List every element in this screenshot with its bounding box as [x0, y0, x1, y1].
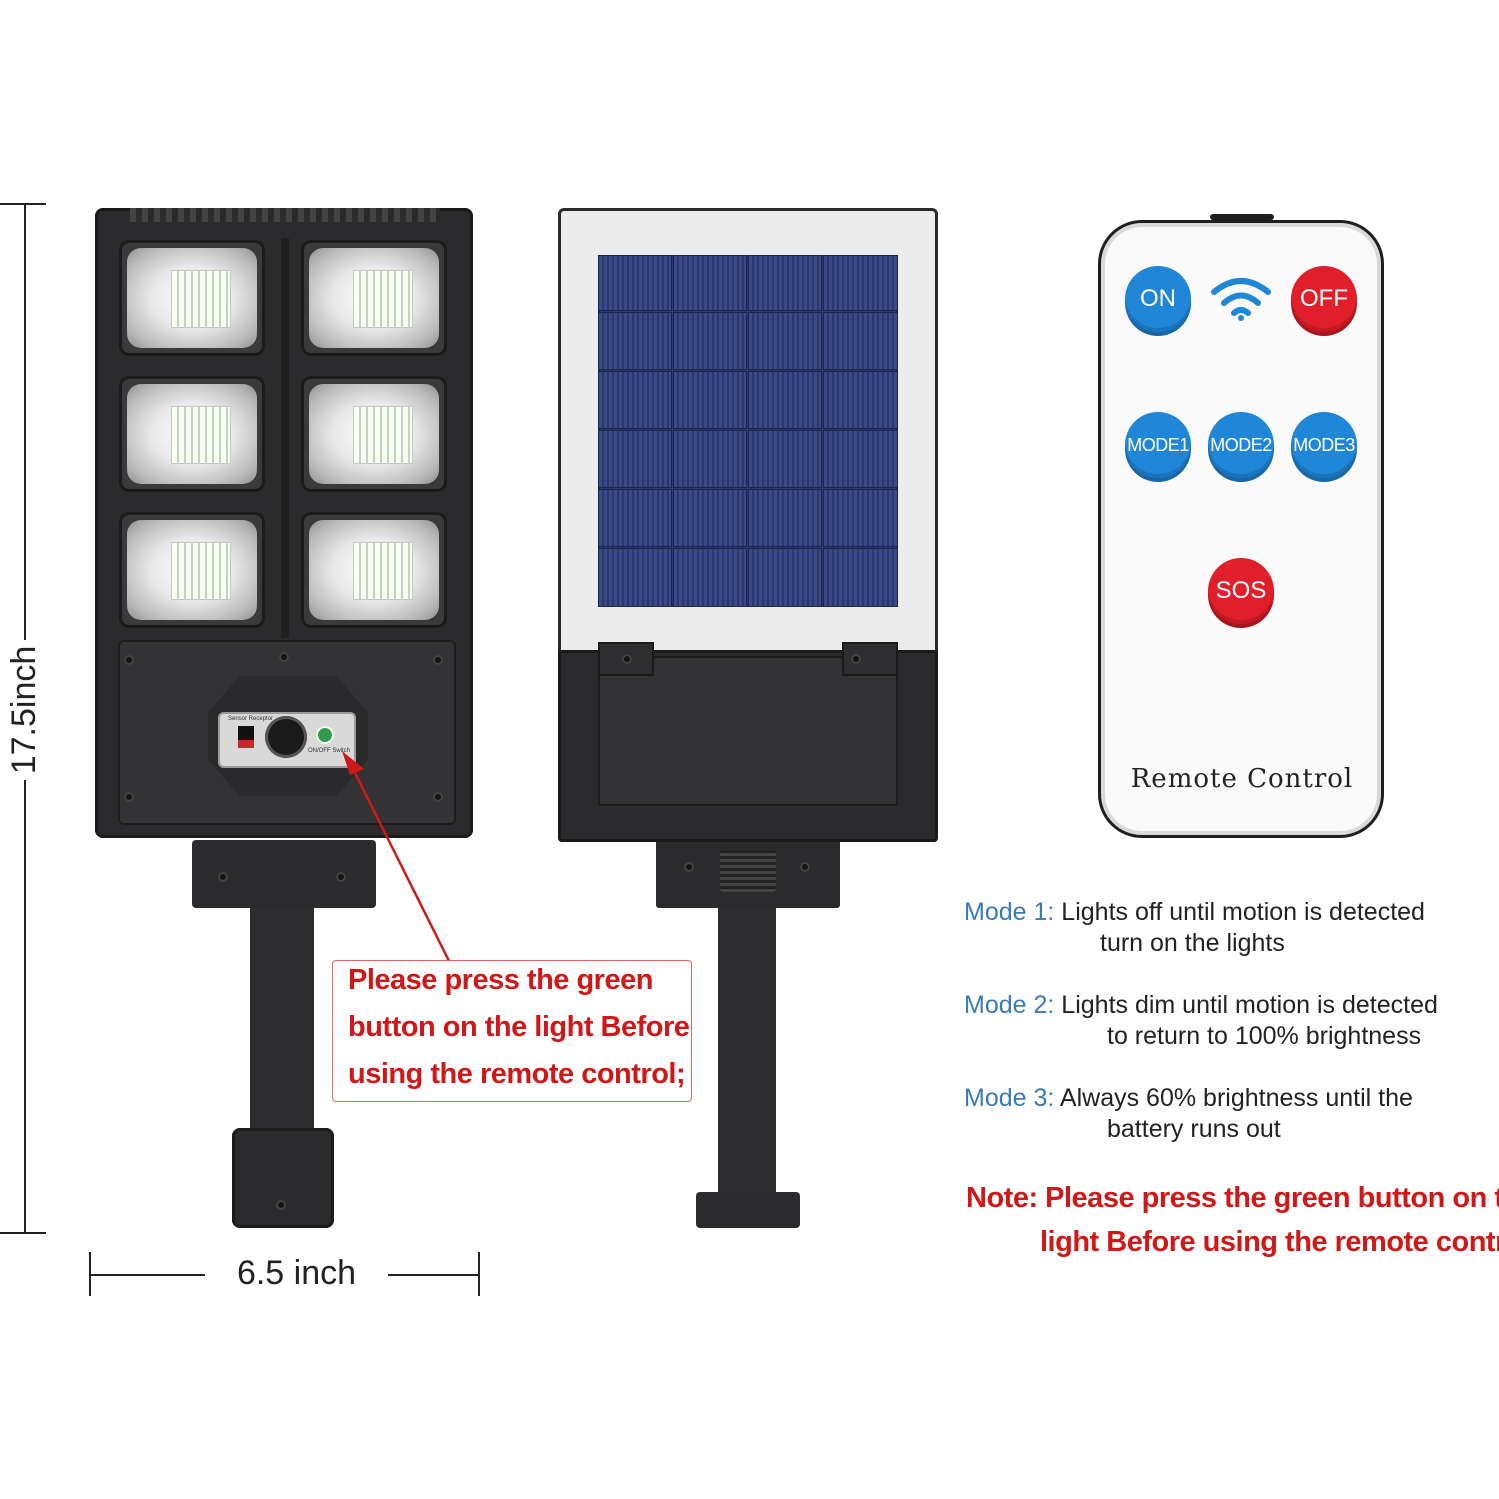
callout-box — [332, 960, 692, 1102]
width-dimension-line-right — [388, 1274, 480, 1276]
callout-arrow — [342, 751, 454, 968]
mode-1-key: Mode 1: — [964, 898, 1055, 926]
mode-1-line-1: Mode 1: Lights off until motion is detec… — [964, 898, 1425, 927]
sensor-label: Sensor Receptor — [228, 716, 274, 722]
front-center-divider — [281, 238, 289, 638]
on-off-switch-button[interactable] — [316, 726, 334, 744]
indicator-red-bar — [238, 740, 254, 748]
note-line-2: light Before using the remote control; — [1040, 1226, 1499, 1258]
mode-3-key: Mode 3: — [964, 1084, 1055, 1112]
back-hinge — [720, 850, 776, 892]
led-module — [119, 512, 265, 628]
led-module — [119, 376, 265, 492]
led-module — [301, 512, 447, 628]
remote-mode3-button[interactable]: MODE3 — [1291, 412, 1357, 478]
mode-2-line-2: to return to 100% brightness — [1107, 1022, 1422, 1050]
screw-icon — [279, 652, 289, 662]
switch-label: ON/OFF Switch — [308, 748, 351, 754]
note-line-1: Note: Please press the green button on t… — [966, 1182, 1499, 1214]
remote-off-button[interactable]: OFF — [1291, 266, 1357, 332]
led-module — [301, 376, 447, 492]
callout-line: Please press the green — [348, 964, 653, 996]
screw-icon — [800, 862, 810, 872]
mode-3-text: Always 60% brightness until the — [1059, 1084, 1413, 1112]
solar-panel — [598, 255, 898, 607]
back-mount-foot — [696, 1192, 800, 1228]
remote-ir-emitter — [1210, 214, 1274, 220]
remote-mode1-button[interactable]: MODE1 — [1125, 412, 1191, 478]
screw-icon — [218, 872, 228, 882]
mode-1-text: Lights off until motion is detected — [1061, 898, 1425, 926]
callout-line: using the remote control; — [348, 1058, 686, 1090]
wifi-icon — [1211, 278, 1271, 321]
screw-icon — [433, 792, 443, 802]
front-top-vents — [130, 208, 440, 222]
led-module — [119, 240, 265, 356]
remote-mode2-button[interactable]: MODE2 — [1208, 412, 1274, 478]
screw-icon — [851, 654, 861, 664]
back-mount-arm — [718, 880, 776, 1200]
screw-icon — [336, 872, 346, 882]
callout-line: button on the light Before — [348, 1011, 690, 1043]
motion-sensor-eye — [265, 716, 307, 758]
screw-icon — [433, 655, 443, 665]
mode-3-line-1: Mode 3: Always 60% brightness until the — [964, 1084, 1413, 1113]
height-dimension-label: 17.5inch — [4, 640, 44, 780]
height-dimension-bottom-tick — [0, 1232, 46, 1234]
front-mount-clamp — [232, 1128, 334, 1228]
screw-icon — [622, 654, 632, 664]
mode-2-key: Mode 2: — [964, 991, 1055, 1019]
mode-1-line-2: turn on the lights — [1100, 929, 1285, 957]
width-dimension-label: 6.5 inch — [236, 1254, 357, 1292]
width-dimension-right-tick — [478, 1252, 480, 1296]
screw-icon — [124, 655, 134, 665]
remote-on-button[interactable]: ON — [1125, 266, 1191, 332]
screw-icon — [276, 1200, 286, 1210]
screw-icon — [684, 862, 694, 872]
height-dimension-top-tick — [0, 203, 46, 205]
width-dimension-line-left — [90, 1274, 205, 1276]
remote-sos-button[interactable]: SOS — [1208, 558, 1274, 624]
mode-3-line-2: battery runs out — [1107, 1115, 1281, 1143]
mode-2-line-1: Mode 2: Lights dim until motion is detec… — [964, 991, 1438, 1020]
remote-label: Remote Control — [1130, 764, 1354, 794]
led-module — [301, 240, 447, 356]
screw-icon — [124, 792, 134, 802]
back-inner-panel — [598, 656, 898, 806]
mode-2-text: Lights dim until motion is detected — [1061, 991, 1438, 1019]
